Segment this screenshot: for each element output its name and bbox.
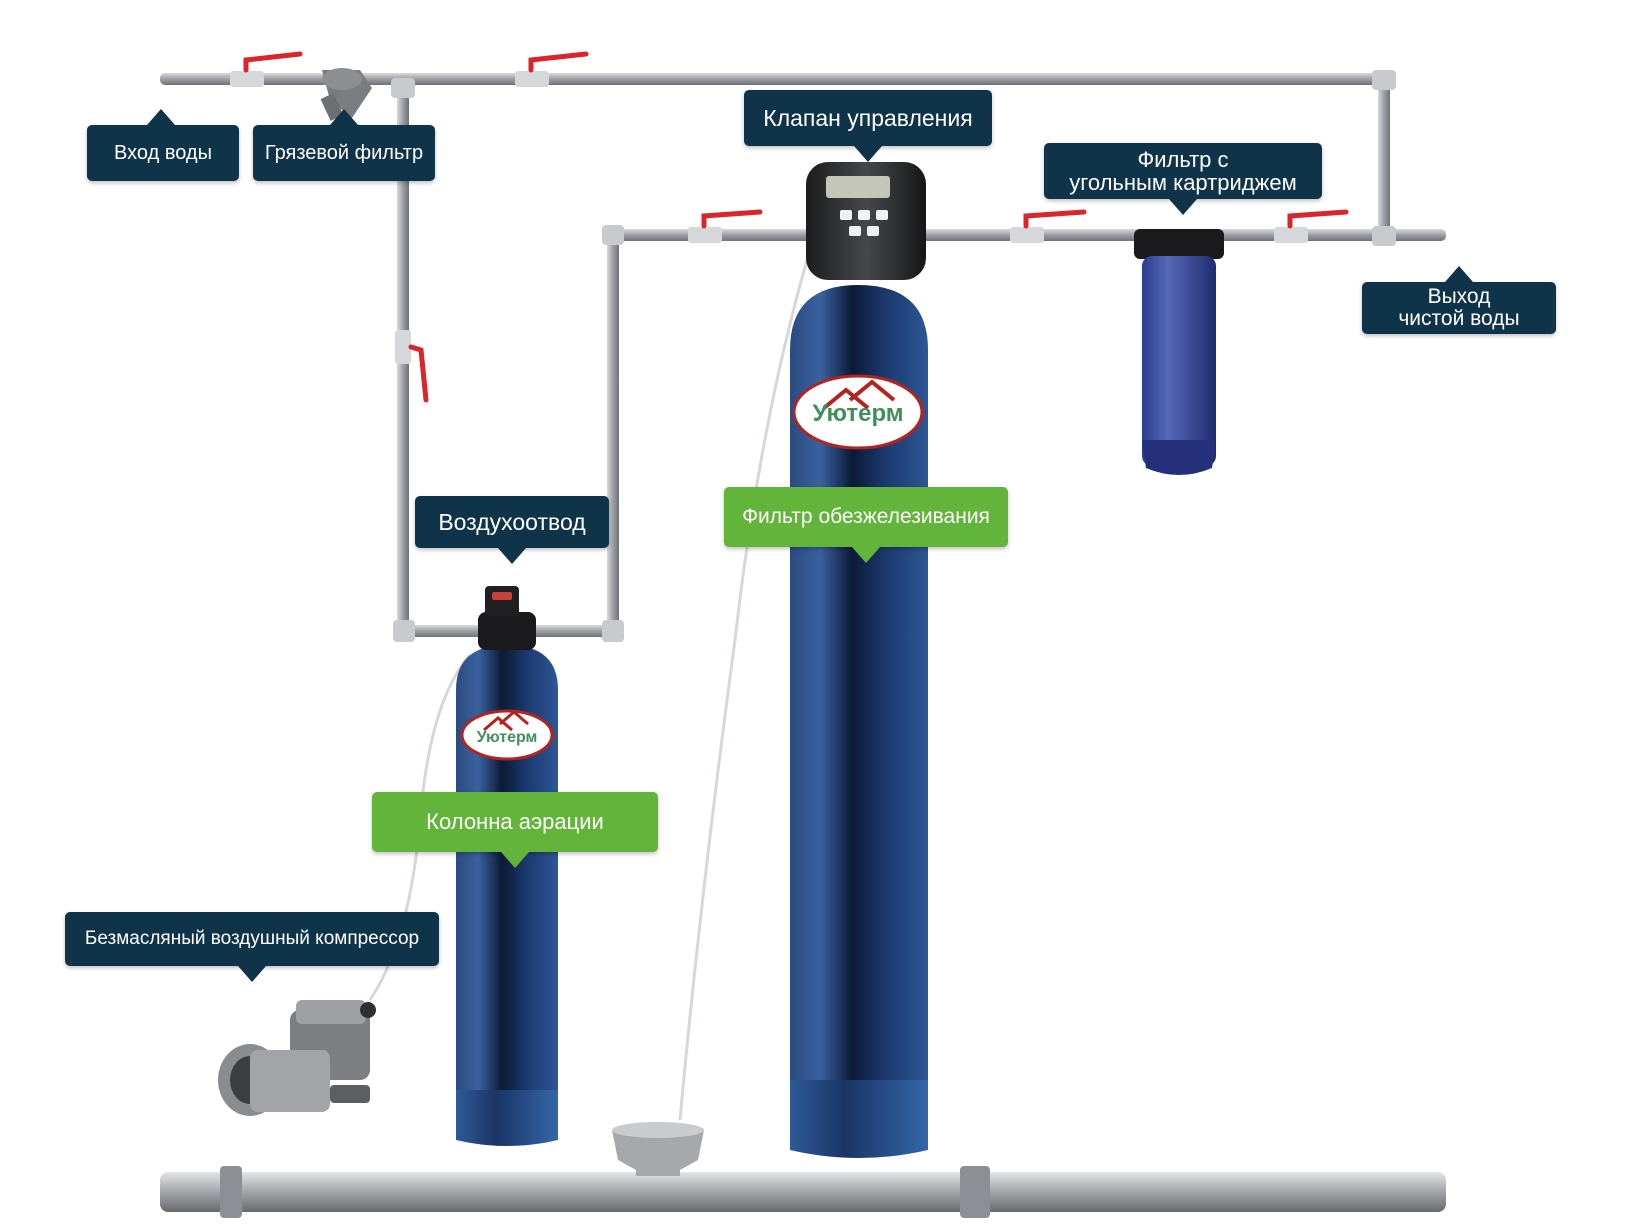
brand-logo-large: Уютерм	[812, 400, 903, 427]
brand-logo-small: Уютерм	[477, 729, 538, 746]
label-air-vent: Воздухоотвод	[415, 496, 609, 548]
label-water-inlet: Вход воды	[87, 125, 239, 181]
ball-valve	[688, 209, 763, 243]
control-valve-head	[806, 162, 926, 280]
ball-valve	[1010, 209, 1087, 243]
label-control-valve: Клапан управления	[744, 90, 992, 146]
air-hose	[678, 249, 812, 1121]
ball-valve	[395, 330, 429, 403]
label-compressor: Безмасляный воздушный компрессор	[65, 912, 439, 966]
label-clean-water-outlet: Выход чистой воды	[1362, 282, 1556, 334]
air-vent-head	[478, 586, 536, 650]
aeration-column-tank	[456, 645, 558, 1146]
carbon-filter-housing	[1134, 229, 1224, 475]
mud-filter-body	[320, 68, 372, 121]
air-compressor	[218, 1000, 376, 1116]
ball-valve	[1274, 209, 1349, 243]
label-aeration-column: Колонна аэрации	[372, 792, 658, 852]
label-carbon-filter: Фильтр с угольным картриджем	[1044, 143, 1322, 199]
ball-valve	[230, 51, 303, 87]
label-iron-removal-filter: Фильтр обезжелезивания	[724, 487, 1008, 547]
drain-pipe	[160, 1122, 1446, 1218]
label-mud-filter: Грязевой фильтр	[253, 125, 435, 181]
ball-valve	[515, 51, 589, 87]
supply-pipe	[160, 70, 1396, 233]
